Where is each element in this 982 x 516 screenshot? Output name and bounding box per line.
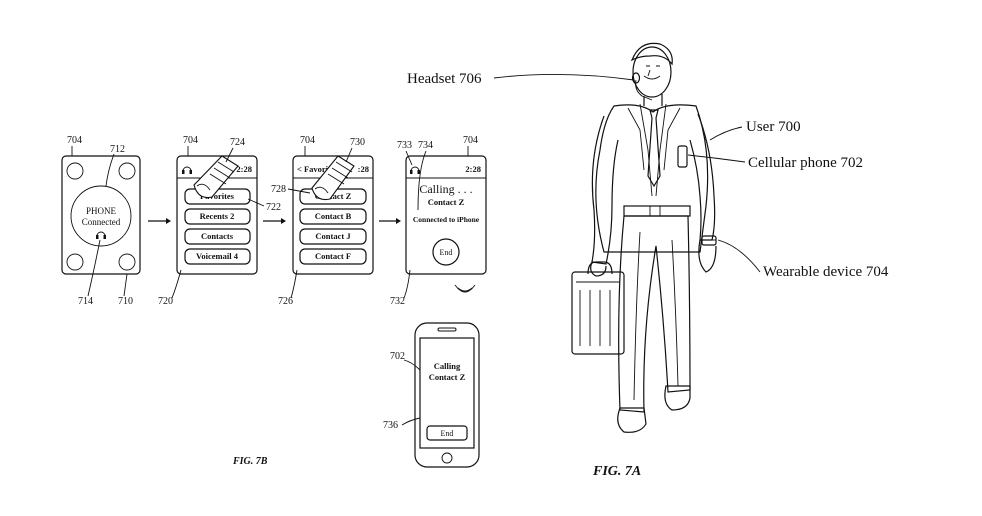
back-favorites: < Favorit [297, 164, 331, 174]
ref-720: 720 [158, 296, 173, 307]
user-label: User 700 [746, 119, 801, 135]
ref-726: 726 [278, 296, 293, 307]
connected-label: Connected [82, 217, 121, 227]
headset-icon [96, 231, 106, 239]
headset-icon [182, 166, 192, 174]
voicemail-button: Voicemail 4 [196, 251, 239, 261]
end-button: End [441, 429, 454, 438]
watch-screen-732: 2:28 Calling . . . Contact Z Connected t… [390, 135, 487, 307]
ref-724: 724 [230, 137, 245, 148]
user-illustration [571, 42, 717, 433]
headset-label: Headset 706 [407, 71, 482, 87]
time-label: :28 [358, 164, 369, 174]
watch-screen-710: PHONE Connected 704 712 714 710 [61, 135, 141, 307]
ref-736: 736 [383, 420, 398, 431]
ref-704-b: 704 [183, 135, 198, 146]
ref-712: 712 [110, 144, 125, 155]
fig-7a: Headset 706 User 700 Cellular phone 702 … [407, 42, 889, 479]
ref-722: 722 [266, 202, 281, 213]
ref-714: 714 [78, 296, 93, 307]
ref-704-d: 704 [463, 135, 478, 146]
contact-label: Contact Z [428, 197, 465, 207]
phone-label: PHONE [86, 206, 117, 216]
fig-7b: PHONE Connected 704 712 714 710 [61, 135, 487, 468]
finger-icon [311, 155, 355, 201]
arrow-2 [263, 218, 286, 224]
cellular-phone-label: Cellular phone 702 [748, 155, 863, 171]
arrow-3 [379, 218, 401, 224]
finger-icon [193, 155, 239, 199]
recents-button: Recents 2 [200, 211, 235, 221]
status-label: Connected to iPhone [413, 215, 480, 224]
wireless-signal-icon [454, 284, 476, 293]
contact-b-button: Contact B [315, 211, 352, 221]
smartphone-702: Calling Contact Z End 702 736 [383, 322, 480, 468]
ref-710: 710 [118, 296, 133, 307]
watch-screen-720: 2:28 Favorites Recents 2 Contacts Voicem… [158, 135, 281, 307]
fig-7b-caption: FIG. 7B [232, 456, 268, 467]
contact-label: Contact Z [429, 372, 466, 382]
contact-z-button: Contact Z [315, 191, 352, 201]
ref-733: 733 [397, 140, 412, 151]
ref-704-c: 704 [300, 135, 315, 146]
time-label: 2:28 [465, 164, 481, 174]
watch-screen-726: < Favorit :28 Contact Z Contact B Contac… [271, 135, 374, 307]
ref-704-a: 704 [67, 135, 82, 146]
ref-730: 730 [350, 137, 365, 148]
end-button: End [440, 248, 453, 257]
ref-732: 732 [390, 296, 405, 307]
ref-728: 728 [271, 184, 286, 195]
headset-icon [410, 166, 420, 174]
fig-7a-caption: FIG. 7A [592, 464, 641, 479]
arrow-1 [148, 218, 171, 224]
ref-702: 702 [390, 351, 405, 362]
calling-label: Calling [434, 361, 461, 371]
contacts-button: Contacts [201, 231, 234, 241]
calling-label: Calling . . . [419, 182, 472, 196]
time-label: 2:28 [236, 164, 252, 174]
contact-f-button: Contact F [315, 251, 351, 261]
favorites-button: Favorites [200, 191, 235, 201]
ref-734: 734 [418, 140, 433, 151]
wearable-device-label: Wearable device 704 [763, 264, 889, 280]
contact-j-button: Contact J [315, 231, 351, 241]
